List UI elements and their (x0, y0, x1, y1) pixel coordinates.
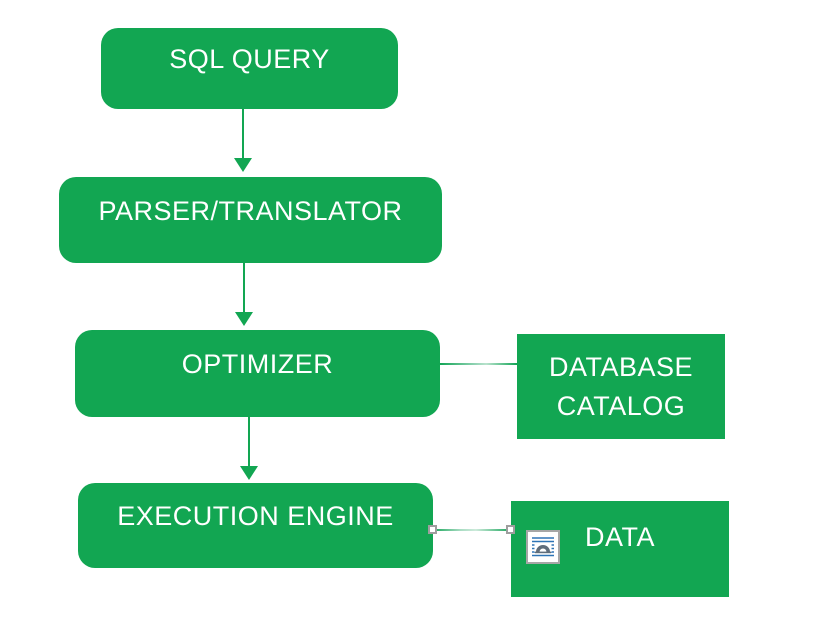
arrow-head-icon (240, 466, 258, 480)
node-database-catalog[interactable]: DATABASE CATALOG (517, 334, 725, 439)
arrow-head-icon (234, 158, 252, 172)
arrow-optimizer-to-execution[interactable] (240, 417, 258, 480)
arrow-stem (248, 417, 250, 467)
connector-endpoint-handle[interactable] (428, 525, 437, 534)
embedded-object-icon (526, 530, 560, 564)
node-optimizer[interactable]: OPTIMIZER (75, 330, 440, 417)
node-label: PARSER/TRANSLATOR (98, 195, 403, 226)
node-label: DATA (584, 521, 655, 552)
node-label: SQL QUERY (169, 44, 330, 74)
node-label: DATABASE CATALOG (548, 351, 694, 421)
node-data[interactable]: DATA (511, 501, 729, 597)
arrow-stem (243, 263, 245, 313)
node-label: OPTIMIZER (181, 349, 334, 379)
node-execution-engine[interactable]: EXECUTION ENGINE (78, 483, 433, 568)
arrow-stem (242, 109, 244, 159)
connector-optimizer-to-catalog[interactable] (440, 363, 517, 365)
arrow-sql-to-parser[interactable] (234, 109, 252, 172)
node-sql-query[interactable]: SQL QUERY (101, 28, 398, 109)
arrow-parser-to-optimizer[interactable] (235, 263, 253, 326)
node-label: EXECUTION ENGINE (117, 501, 394, 531)
connector-execution-to-data[interactable] (433, 529, 511, 531)
arrow-head-icon (235, 312, 253, 326)
connector-endpoint-handle[interactable] (506, 525, 515, 534)
node-parser-translator[interactable]: PARSER/TRANSLATOR (59, 177, 442, 263)
